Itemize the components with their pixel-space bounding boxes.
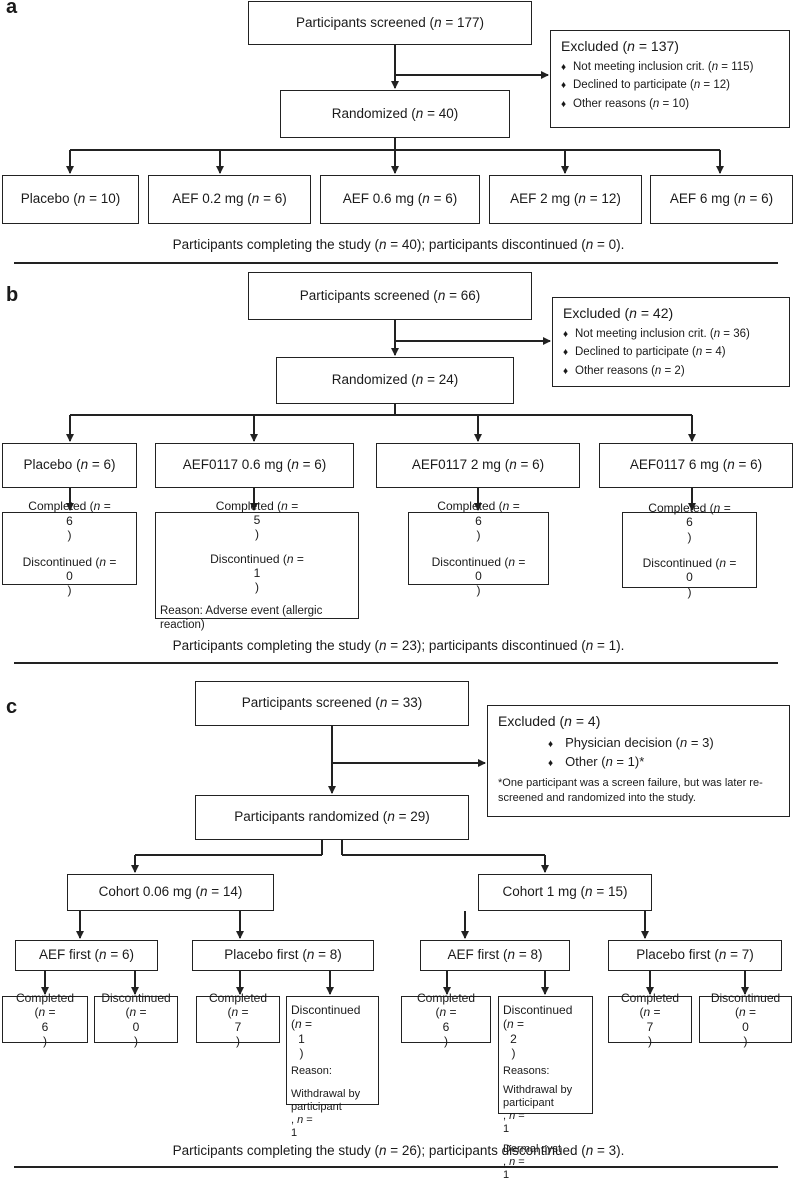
- c-sequence-box: Placebo first (n = 7): [608, 940, 782, 971]
- a-divider: [14, 262, 778, 264]
- c-discontinued-box: Discontinued(n = 0): [94, 996, 178, 1043]
- c-cohort-box: Cohort 0.06 mg (n = 14): [67, 874, 274, 911]
- c-reason: Withdrawal by participant, n = 1: [503, 1084, 588, 1137]
- b-randomized-box: Randomized (n = 24): [276, 357, 514, 404]
- c-completed-box: Completed(n = 7): [608, 996, 692, 1043]
- a-excluded-n: 137: [651, 38, 674, 54]
- c-discontinued-box: Discontinued(n = 1) Reason: Withdrawal b…: [286, 996, 379, 1105]
- b-arm-box: AEF0117 6 mg (n = 6): [599, 443, 793, 488]
- c-sequence-box: AEF first (n = 6): [15, 940, 158, 971]
- b-summary: Participants completing the study (n = 2…: [0, 638, 797, 653]
- b-outcome-box: Completed (n = 6) Discontinued (n = 0): [2, 512, 137, 585]
- a-excluded-item: Other reasons (n = 10): [561, 95, 779, 113]
- b-excluded-item: Declined to participate (n = 4): [563, 343, 779, 361]
- b-excluded-box: Excluded (n = 42) Not meeting inclusion …: [552, 297, 790, 387]
- panel-label-a: a: [6, 0, 17, 19]
- c-excluded-item: ♦Physician decision (n = 3): [548, 733, 779, 753]
- b-outcome-box: Completed (n = 6) Discontinued (n = 0): [408, 512, 549, 585]
- b-divider: [14, 662, 778, 664]
- b-arm-box: AEF0117 0.6 mg (n = 6): [155, 443, 354, 488]
- b-arm-box: AEF0117 2 mg (n = 6): [376, 443, 580, 488]
- c-divider: [14, 1166, 778, 1168]
- a-arm-box: Placebo (n = 10): [2, 175, 139, 224]
- c-completed-box: Completed(n = 7): [196, 996, 280, 1043]
- a-excluded-item: Declined to participate (n = 12): [561, 76, 779, 94]
- c-reason: Withdrawal by participant, n = 1: [291, 1088, 374, 1141]
- c-sequence-box: Placebo first (n = 8): [192, 940, 374, 971]
- c-completed-box: Completed(n = 6): [401, 996, 491, 1043]
- b-discontinue-reason: Reason: Adverse event (allergic reaction…: [160, 605, 354, 633]
- b-excluded-item: Other reasons (n = 2): [563, 362, 779, 380]
- c-sequence-box: AEF first (n = 8): [420, 940, 570, 971]
- panel-label-c: c: [6, 696, 17, 719]
- a-arm-box: AEF 0.2 mg (n = 6): [148, 175, 311, 224]
- a-screened-box: Participants screened (n = 177): [248, 1, 532, 45]
- c-excluded-item: ♦Other (n = 1)*: [548, 752, 779, 772]
- c-randomized-box: Participants randomized (n = 29): [195, 795, 469, 840]
- b-screened-box: Participants screened (n = 66): [248, 272, 532, 320]
- c-screened-box: Participants screened (n = 33): [195, 681, 469, 726]
- c-completed-box: Completed(n = 6): [2, 996, 88, 1043]
- a-arm-box: AEF 2 mg (n = 12): [489, 175, 642, 224]
- a-excluded-item: Not meeting inclusion crit. (n = 115): [561, 58, 779, 76]
- a-randomized-n: 40: [439, 106, 454, 121]
- c-excluded-note: *One participant was a screen failure, b…: [498, 776, 779, 806]
- a-summary: Participants completing the study (n = 4…: [0, 237, 797, 252]
- panel-label-b: b: [6, 284, 18, 307]
- a-excluded-box: Excluded (n = 137) Not meeting inclusion…: [550, 30, 790, 128]
- c-summary: Participants completing the study (n = 2…: [0, 1143, 797, 1158]
- c-cohort-box: Cohort 1 mg (n = 15): [478, 874, 652, 911]
- b-outcome-box: Completed (n = 6) Discontinued (n = 0): [622, 512, 757, 588]
- a-arm-box: AEF 6 mg (n = 6): [650, 175, 793, 224]
- b-arm-box: Placebo (n = 6): [2, 443, 137, 488]
- c-discontinued-box: Discontinued(n = 2) Reasons: Withdrawal …: [498, 996, 593, 1114]
- b-excluded-item: Not meeting inclusion crit. (n = 36): [563, 325, 779, 343]
- b-outcome-box: Completed (n = 5) Discontinued (n = 1) R…: [155, 512, 359, 619]
- a-screened-n: 177: [457, 15, 480, 30]
- c-discontinued-box: Discontinued(n = 0): [699, 996, 792, 1043]
- a-arm-box: AEF 0.6 mg (n = 6): [320, 175, 480, 224]
- a-randomized-box: Randomized (n = 40): [280, 90, 510, 138]
- c-excluded-box: Excluded (n = 4) ♦Physician decision (n …: [487, 705, 790, 817]
